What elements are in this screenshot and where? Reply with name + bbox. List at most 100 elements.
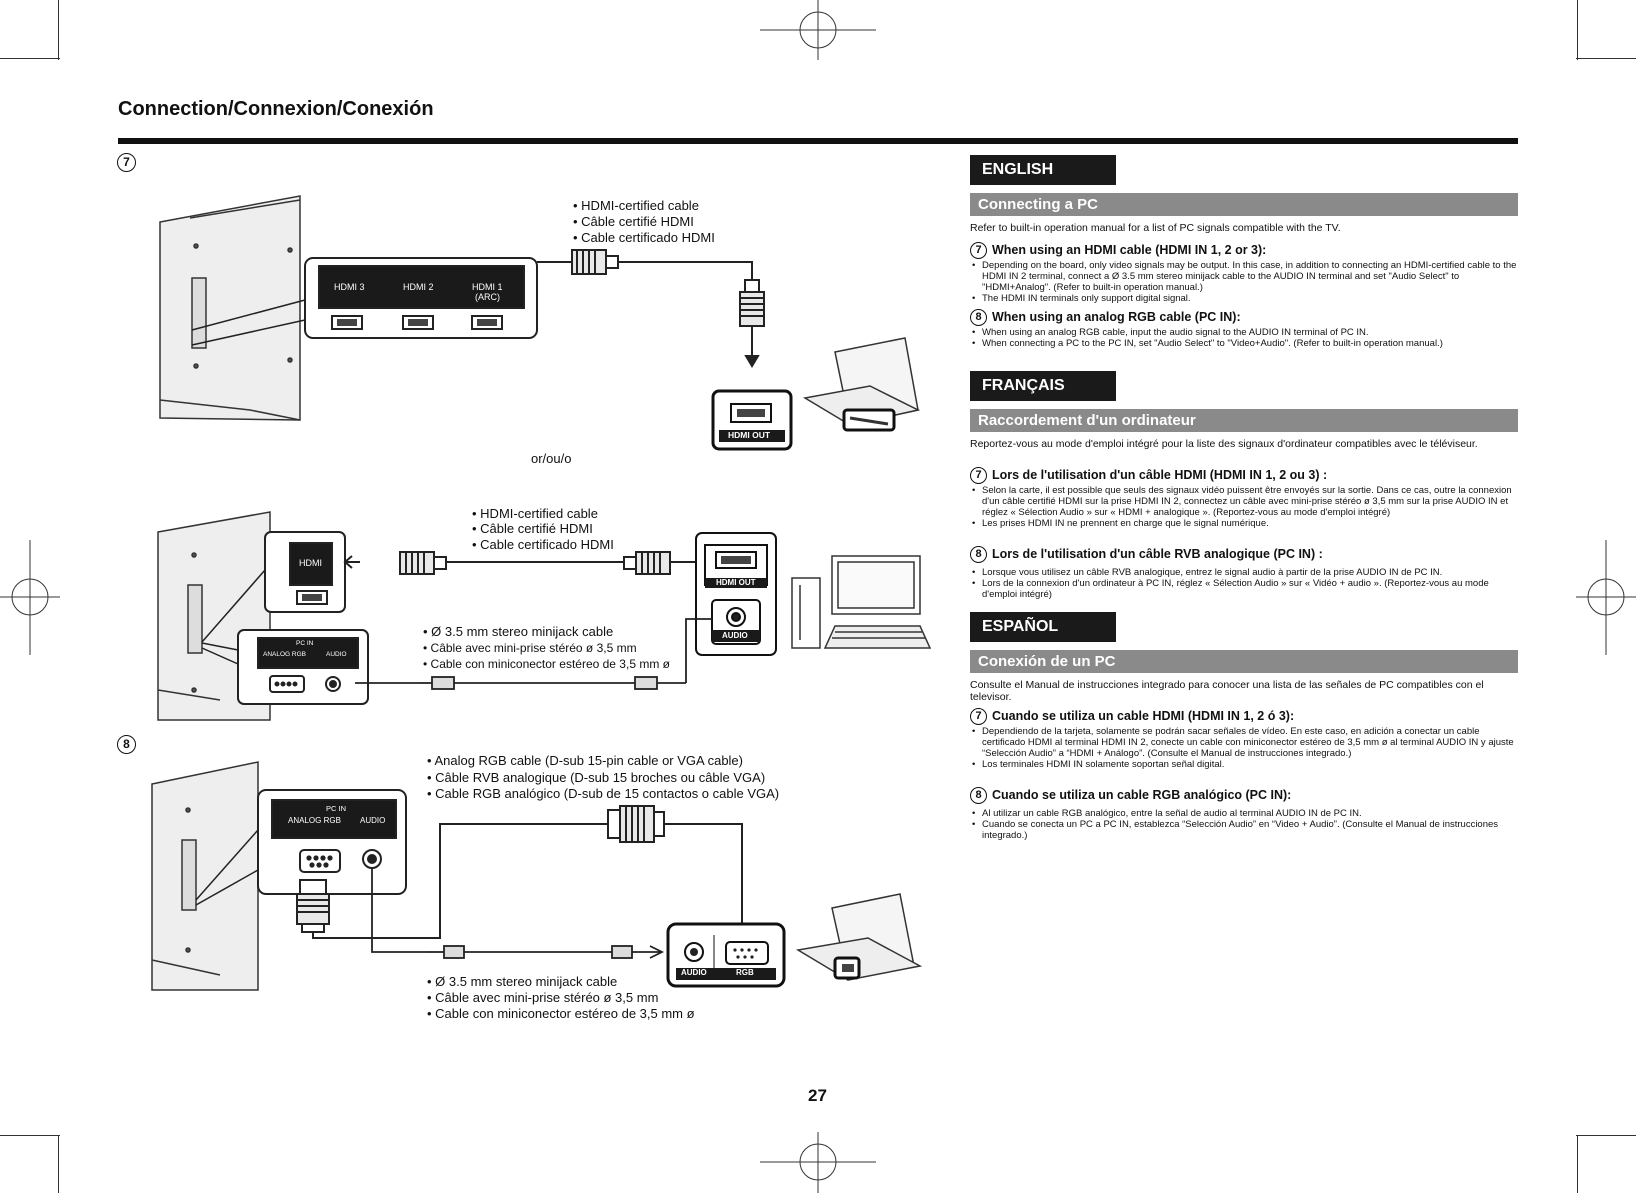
hdmi-cable-top (537, 249, 765, 368)
hdmi-panel-top (191, 257, 538, 346)
page-title: Connection/Connexion/Conexión (118, 98, 434, 120)
section-bar-spanish: Conexión de un PC (970, 650, 1518, 673)
section-bar-english: Connecting a PC (970, 193, 1518, 216)
mid-minijack-label-fr: • Câble avec mini-prise stéréo ø 3,5 mm (423, 641, 637, 655)
intro-french: Reportez-vous au mode d'emploi intégré p… (970, 438, 1478, 450)
pc-rgb-label: RGB (736, 968, 754, 977)
step-7-badge: 7 (970, 242, 987, 259)
laptop-top (802, 337, 921, 432)
bullet-item: Al utilizar un cable RGB analógico, entr… (970, 808, 1518, 819)
bottom-pcin-label: PC IN (326, 804, 347, 813)
pc-port-box-bottom (666, 922, 786, 988)
bullet-item: Les prises HDMI IN ne prennent en charge… (970, 518, 1518, 529)
pcin-box-bottom (195, 789, 407, 906)
tv-back-top (159, 195, 301, 421)
bullets-en-8: When using an analog RGB cable, input th… (970, 327, 1518, 349)
step-8-badge: 8 (970, 787, 987, 804)
minijack-cable-bottom (371, 868, 665, 959)
heading-es-8: 8 Cuando se utiliza un cable RGB analógic… (970, 787, 1291, 804)
heading-en-8: 8 When using an analog RGB cable (PC IN): (970, 309, 1241, 326)
mid-minijack-label-es: • Cable con miniconector estéreo de 3,5 … (423, 657, 670, 671)
or-label: or/ou/o (531, 451, 572, 466)
hdmi-cable-mid (343, 551, 696, 575)
crop-mark (1577, 1135, 1578, 1193)
intro-english: Refer to built-in operation manual for a… (970, 222, 1341, 234)
step-7-marker: 7 (117, 153, 136, 172)
mid-audio-label: AUDIO (722, 631, 748, 640)
bullet-item: Selon la carte, il est possible que seul… (970, 485, 1518, 518)
section-bar-french: Raccordement d'un ordinateur (970, 409, 1518, 432)
step-7-badge: 7 (970, 467, 987, 484)
bullet-item: When using an analog RGB cable, input th… (970, 327, 1518, 338)
bullets-fr-7: Selon la carte, il est possible que seul… (970, 485, 1518, 529)
cable-label-fr: • Câble certifié HDMI (573, 214, 694, 229)
mid-analog-rgb-label: ANALOG RGB (263, 651, 306, 658)
heading-fr-8: 8 Lors de l'utilisation d'un câble RVB an… (970, 546, 1323, 563)
heading-text: Cuando se utiliza un cable HDMI (HDMI IN… (992, 708, 1295, 723)
step-8-badge: 8 (970, 546, 987, 563)
mid-cable-label-fr: • Câble certifié HDMI (472, 521, 593, 536)
desktop-pc (791, 555, 932, 649)
heading-text: Lors de l'utilisation d'un câble RVB ana… (992, 546, 1323, 561)
crop-mark (0, 58, 60, 59)
intro-spanish: Consulte el Manual de instrucciones inte… (970, 679, 1484, 703)
mid-audio-port-label: AUDIO (326, 651, 347, 658)
port-label-arc: (ARC) (475, 292, 500, 302)
hdmi-out-box-top (711, 389, 793, 451)
bottom-audio-port-label: AUDIO (360, 816, 386, 825)
hdmi-port-box-mid (264, 531, 346, 613)
bottom-analog-rgb-label: ANALOG RGB (288, 816, 341, 825)
step-7-badge: 7 (970, 708, 987, 725)
mid-cable-label-en: • HDMI-certified cable (472, 506, 598, 521)
step-8-badge: 8 (970, 309, 987, 326)
title-rule (118, 138, 1518, 144)
crop-mark (58, 0, 59, 60)
mid-cable-label-es: • Cable certificado HDMI (472, 537, 614, 552)
bottom-minijack-label-es: • Cable con miniconector estéreo de 3,5 … (427, 1006, 695, 1021)
rgb-cable-label-es: • Cable RGB analógico (D-sub de 15 conta… (427, 786, 780, 801)
cable-label-es: • Cable certificado HDMI (573, 230, 715, 245)
bullet-item: Depending on the board, only video signa… (970, 260, 1518, 293)
bottom-minijack-label-en: • Ø 3.5 mm stereo minijack cable (427, 974, 618, 989)
bullet-item: Los terminales HDMI IN solamente soporta… (970, 759, 1518, 770)
tv-back-bottom (151, 761, 259, 991)
heading-text: When using an HDMI cable (HDMI IN 1, 2 o… (992, 242, 1267, 257)
heading-es-7: 7 Cuando se utiliza un cable HDMI (HDMI I… (970, 708, 1294, 725)
heading-text: When using an analog RGB cable (PC IN): (992, 309, 1241, 324)
crop-mark (1577, 0, 1578, 60)
port-label-hdmi2: HDMI 2 (403, 282, 434, 292)
mid-pcin-label: PC IN (296, 640, 314, 647)
hdmi-out-label-top: HDMI OUT (728, 430, 771, 440)
heading-en-7: 7 When using an HDMI cable (HDMI IN 1, 2 … (970, 242, 1266, 259)
vga-plug-bottom (296, 823, 608, 939)
bullets-es-7: Dependiendo de la tarjeta, solamente se … (970, 726, 1518, 770)
cable-label-en: • HDMI-certified cable (573, 198, 699, 213)
heading-text: Cuando se utiliza un cable RGB analógico… (992, 787, 1292, 802)
bottom-minijack-label-fr: • Câble avec mini-prise stéréo ø 3,5 mm (427, 990, 659, 1005)
laptop-bottom (795, 893, 923, 981)
lang-header-spanish: ESPAÑOL (970, 612, 1116, 642)
step-8-marker: 8 (117, 735, 136, 754)
port-label-hdmi1: HDMI 1 (472, 282, 503, 292)
crop-mark (1576, 1135, 1636, 1136)
bullet-item: The HDMI IN terminals only support digit… (970, 293, 1518, 304)
rgb-cable-label-fr: • Câble RVB analogique (D-sub 15 broches… (427, 770, 766, 785)
bullets-es-8: Al utilizar un cable RGB analógico, entr… (970, 808, 1518, 841)
crop-mark (0, 1135, 60, 1136)
pc-port-box-mid (695, 532, 777, 656)
bullet-item: Lorsque vous utilisez un câble RVB analo… (970, 567, 1518, 578)
bullet-item: Dependiendo de la tarjeta, solamente se … (970, 726, 1518, 759)
pcin-box-mid (201, 569, 369, 705)
port-label-hdmi3: HDMI 3 (334, 282, 365, 292)
mid-hdmi-out-label: HDMI OUT (716, 578, 756, 587)
lang-header-french: FRANÇAIS (970, 371, 1116, 401)
lang-header-english: ENGLISH (970, 155, 1116, 185)
bullets-fr-8: Lorsque vous utilisez un câble RVB analo… (970, 567, 1518, 600)
bullet-item: Lors de la connexion d'un ordinateur à P… (970, 578, 1518, 600)
rgb-cable-label-en: • Analog RGB cable (D-sub 15-pin cable o… (427, 753, 743, 768)
pc-audio-label: AUDIO (681, 968, 707, 977)
bullet-item: When connecting a PC to the PC IN, set "… (970, 338, 1518, 349)
